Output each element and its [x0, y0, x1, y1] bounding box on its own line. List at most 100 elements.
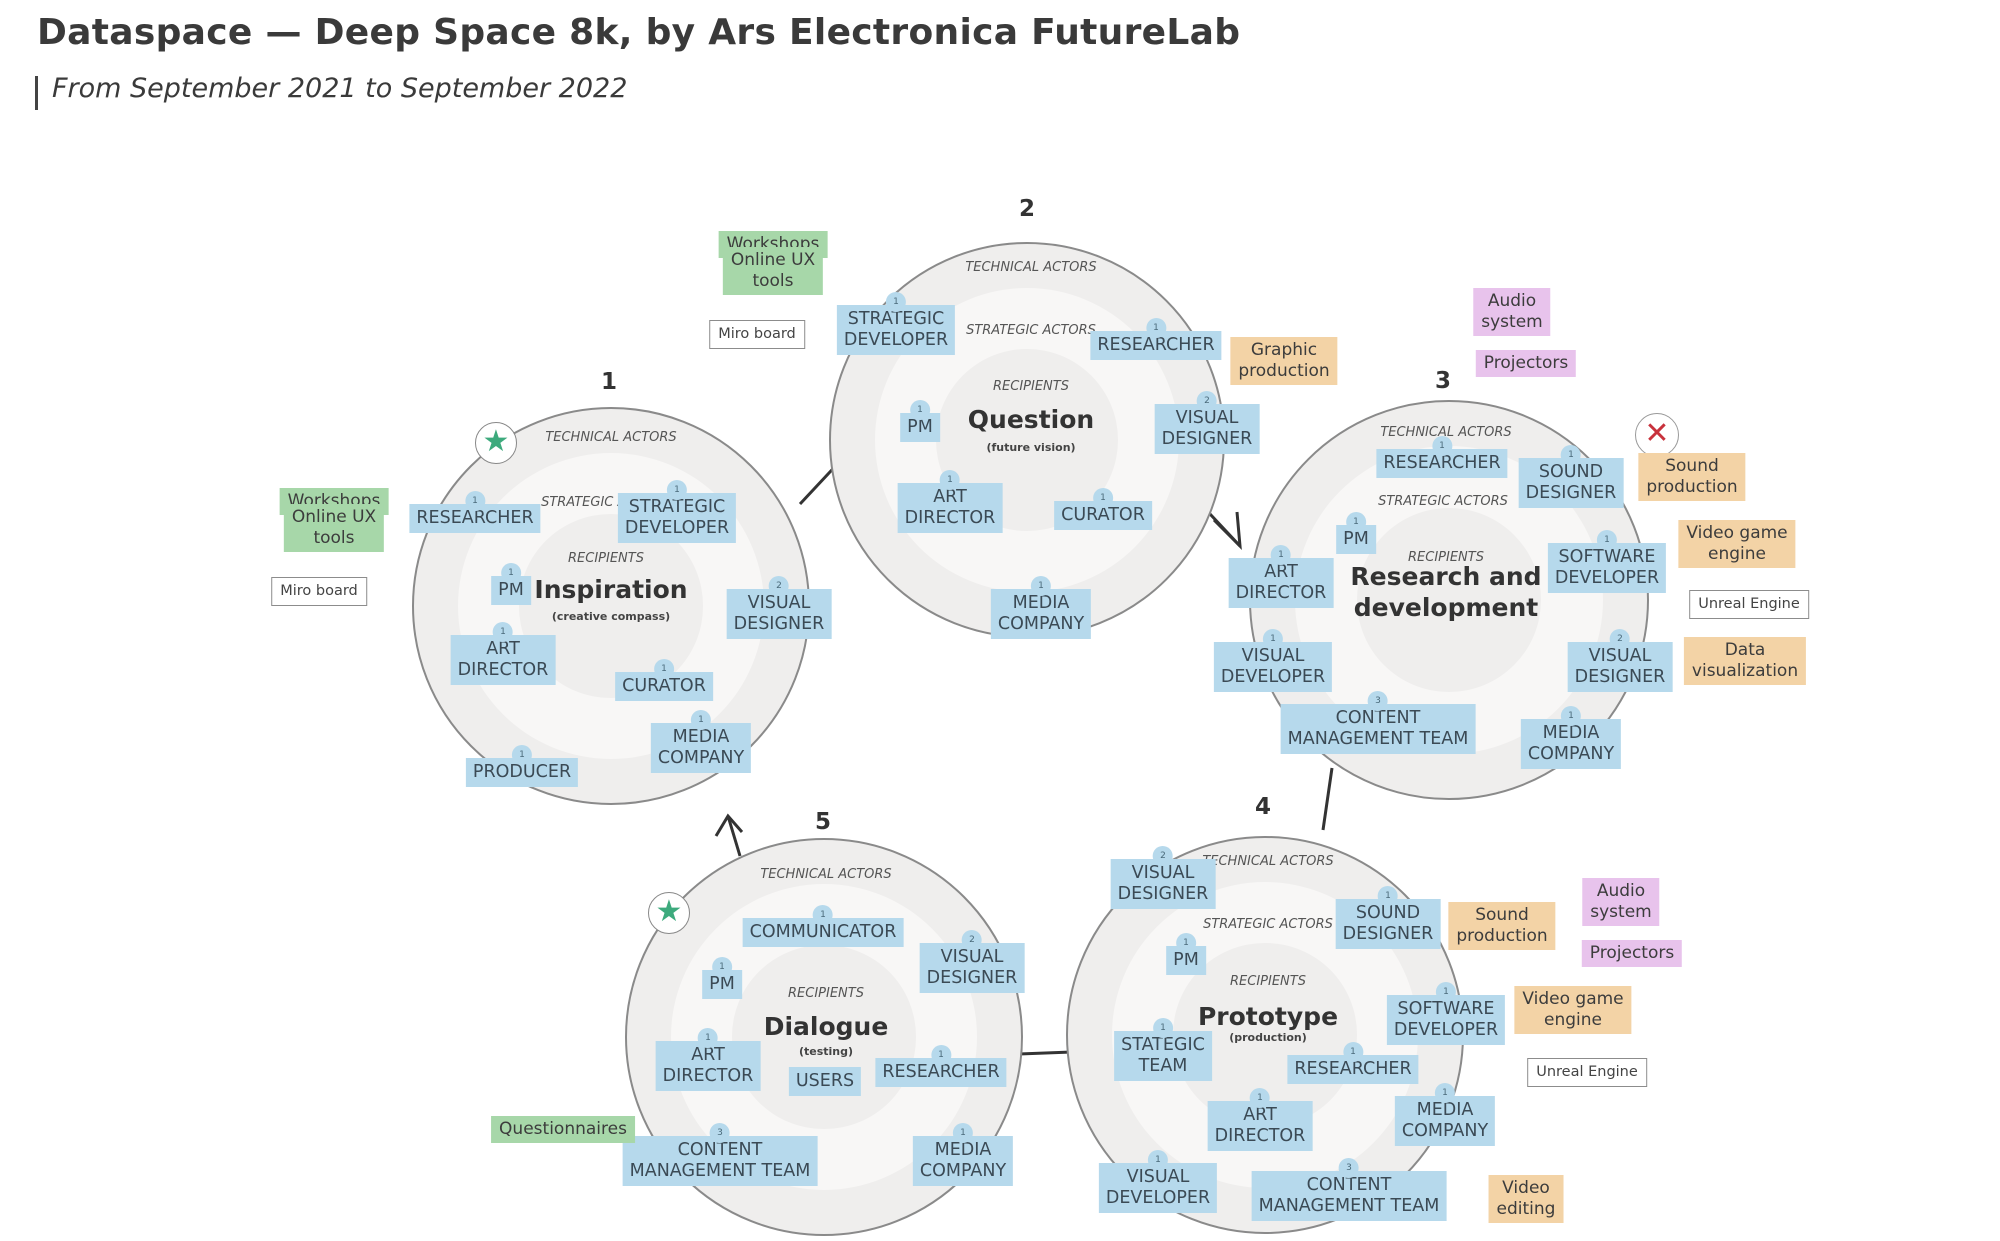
actor-label: PM: [1343, 528, 1369, 549]
actor-label: CURATOR: [622, 675, 706, 696]
phase-2-number: 2: [1018, 196, 1036, 222]
connector-5-1: [726, 815, 742, 857]
phase-4-technical-label: TECHNICAL ACTORS: [1202, 854, 1334, 869]
actor-count-badge: 1: [1435, 1083, 1455, 1103]
phase-2-technical-label: TECHNICAL ACTORS: [965, 260, 1097, 275]
actor-count-badge: 1: [931, 1044, 951, 1065]
actor-count-badge: 1: [1249, 1088, 1270, 1108]
phase-4-recipients-label: RECIPIENTS: [1230, 974, 1306, 989]
tool-tag: Questionnaires: [491, 1115, 635, 1143]
actor-count-badge: 1: [1270, 545, 1291, 565]
star-icon[interactable]: ★: [475, 422, 517, 464]
actor-count-badge: 1: [712, 956, 732, 977]
actor-card[interactable]: USERS: [788, 1066, 862, 1096]
phase-2-subtitle: (future vision): [986, 441, 1076, 454]
phase-5-recipients-label: RECIPIENTS: [788, 986, 864, 1001]
phase-2-strategic-label: STRATEGIC ACTORS: [966, 323, 1096, 338]
actor-count-badge: 1: [910, 399, 930, 420]
phase-1-title: Inspiration: [534, 575, 688, 604]
connector-4-5: [1018, 1050, 1073, 1056]
actor-label: PM: [907, 416, 933, 437]
phase-4-number: 4: [1254, 794, 1272, 820]
phase-5-title: Dialogue: [763, 1012, 889, 1041]
actor-count-badge: 1: [512, 744, 532, 765]
x-icon[interactable]: ✕: [1635, 413, 1679, 457]
actor-count-badge: 1: [1343, 1041, 1363, 1062]
actor-count-badge: 1: [666, 480, 687, 500]
tool-tag: Miro board: [709, 319, 805, 349]
actor-label: PRODUCER: [472, 761, 572, 782]
page-title: Dataspace — Deep Space 8k, by Ars Electr…: [37, 12, 1241, 53]
tool-tag: Miro board: [271, 576, 367, 606]
actor-label: RESEARCHER: [1097, 334, 1215, 355]
phase-5-technical-label: TECHNICAL ACTORS: [760, 867, 892, 882]
phase-3-recipients-label: RECIPIENTS: [1408, 550, 1484, 565]
arrow-head-1: [714, 813, 744, 837]
star-icon[interactable]: ★: [648, 892, 690, 934]
actor-count-badge: 1: [691, 710, 711, 730]
phase-1-number: 1: [600, 369, 618, 395]
actor-label: CURATOR: [1061, 504, 1145, 525]
tool-tag: Projectors: [1475, 349, 1577, 377]
phase-5-recipients-ring: [732, 945, 916, 1129]
